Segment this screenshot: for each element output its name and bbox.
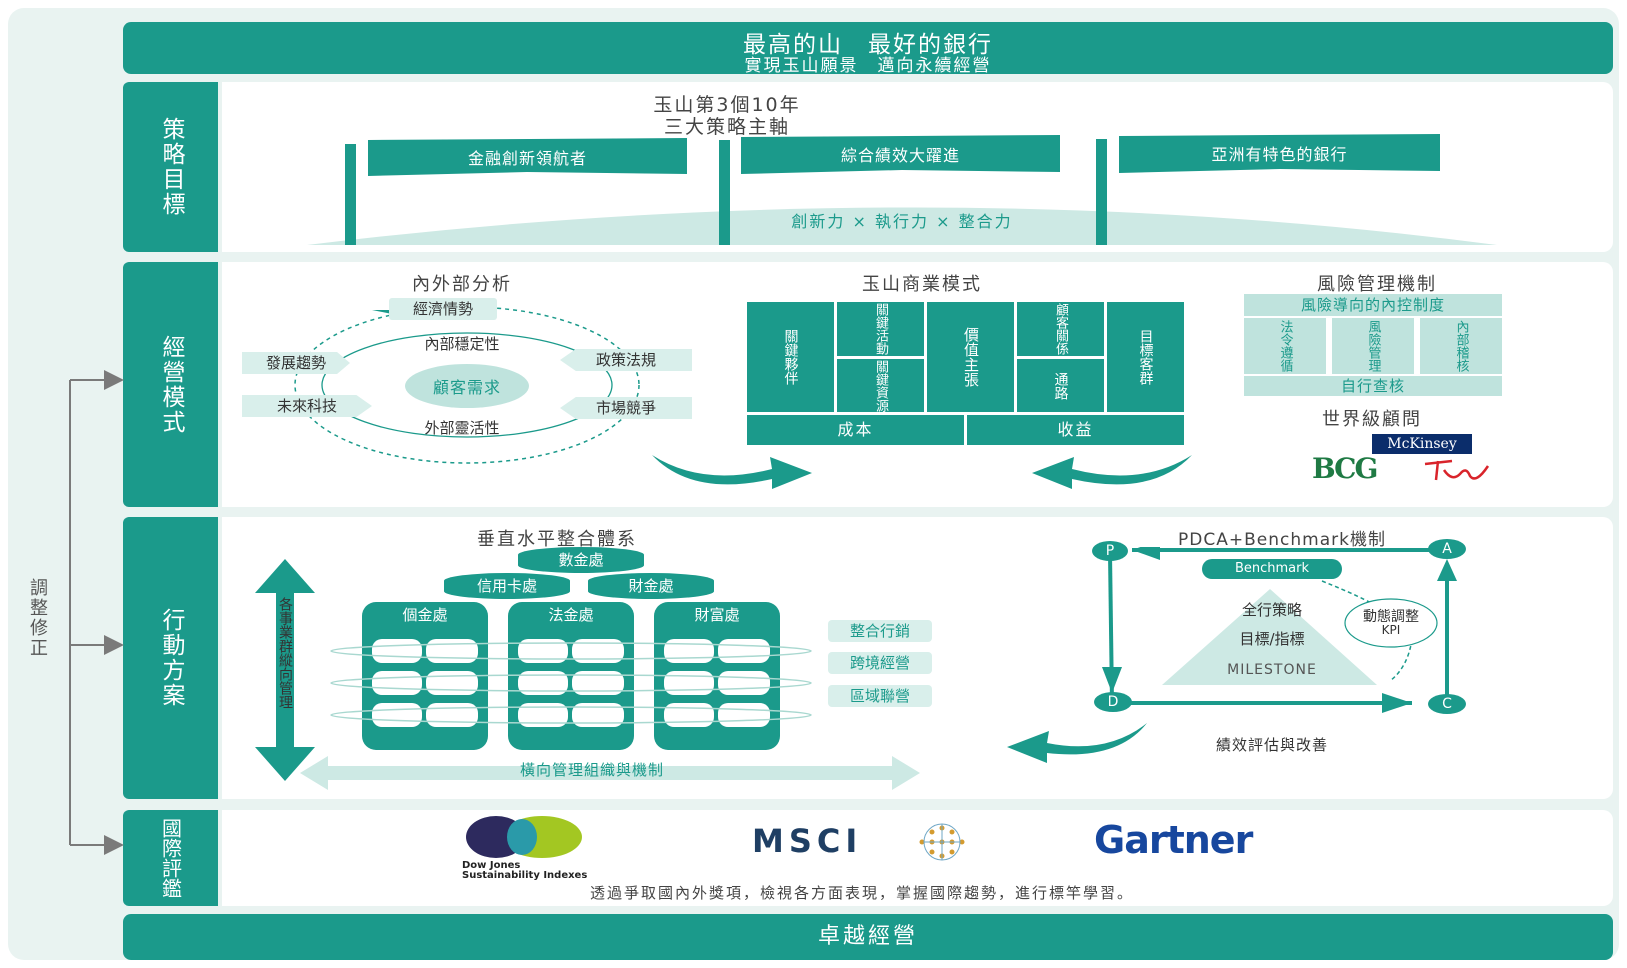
analysis-left-bottom: 未來科技 xyxy=(242,395,372,417)
unit-second-2: 財金處 xyxy=(588,573,714,599)
strategy-flag-3: 亞洲有特色的銀行 xyxy=(1211,145,1348,164)
strategy-hill xyxy=(307,134,1497,245)
analysis-title: 內外部分析 xyxy=(412,274,512,295)
risk-col-2: 風險管理 xyxy=(1332,318,1414,374)
vertical-arrow xyxy=(255,559,315,781)
analysis-right-bottom: 市場競爭 xyxy=(560,397,692,419)
pyramid-level-1: 全行策略 xyxy=(1241,601,1302,619)
pdca-corner-a: A xyxy=(1428,539,1466,559)
bm-title: 玉山商業模式 xyxy=(862,274,982,295)
strategy-title-2: 三大策略主軸 xyxy=(663,116,790,138)
bm-segments: 目標客群 xyxy=(1107,302,1184,412)
gartner-logo: Gartner xyxy=(1094,818,1253,862)
cylinder-stack xyxy=(330,602,812,750)
unit-second-1: 信用卡處 xyxy=(444,573,570,599)
kpi-label-2: KPI xyxy=(1381,623,1401,637)
horizontal-arrow xyxy=(300,756,920,790)
bottom-banner: 卓越經營 xyxy=(123,914,1613,960)
analysis-outer: 外部靈活性 xyxy=(424,419,500,437)
msci-logo: MSCI xyxy=(752,822,863,860)
feedback-arrows xyxy=(69,370,124,855)
horizontal-label: 橫向管理組織與機制 xyxy=(519,761,664,779)
side-tag-2: 跨境經營 xyxy=(828,652,932,674)
analysis-top: 經濟情勢 xyxy=(389,298,497,320)
pdca-corner-p: P xyxy=(1092,541,1128,561)
banner-line2: 實現玉山願景 邁向永續經營 xyxy=(744,56,992,76)
risk-col-3: 內部稽核 xyxy=(1420,318,1502,374)
action-panel: 垂直水平整合體系 各事業群縱向管理 橫向管理組織與機制 數金處 信用卡處 財金處 xyxy=(222,517,1613,799)
bm-curved-arrows xyxy=(652,455,1192,489)
side-label-intl: 國際評鑑 xyxy=(123,810,218,906)
strategy-title-1: 玉山第3個10年 xyxy=(653,94,801,116)
risk-header: 風險導向的內控制度 xyxy=(1244,294,1502,316)
analysis-left-top: 發展趨勢 xyxy=(242,352,350,374)
pdca-title: PDCA+Benchmark機制 xyxy=(1178,530,1386,550)
banner-line1: 最高的山 最好的銀行 xyxy=(743,32,993,58)
side-label-business: 經營模式 xyxy=(123,262,218,507)
bcg-logo: BCG xyxy=(1312,452,1378,485)
top-banner: 最高的山 最好的銀行 實現玉山願景 邁向永續經營 xyxy=(123,22,1613,76)
adjust-label: 調整修正 xyxy=(27,578,48,658)
analysis-inner: 內部穩定性 xyxy=(424,335,500,353)
risk-col-1: 法令遵循 xyxy=(1244,318,1326,374)
bm-revenue: 收益 xyxy=(967,415,1184,445)
side-label-action: 行動方案 xyxy=(123,517,218,799)
intl-panel: Dow Jones Sustainability Indexes MSCI Ga… xyxy=(222,810,1613,906)
strategy-flag-1: 金融創新領航者 xyxy=(467,149,587,168)
djsi-line1: Dow Jones xyxy=(462,860,521,871)
bm-resources: 關鍵資源 xyxy=(837,359,924,412)
business-panel: 內外部分析 經濟情勢 內部穩定性 顧客需求 外部靈活性 發展趨勢 未來科技 政策… xyxy=(222,262,1613,507)
pyramid-level-3: MILESTONE xyxy=(1227,662,1317,678)
pyramid-level-2: 目標/指標 xyxy=(1239,630,1305,648)
pdca-curved-arrow xyxy=(1007,723,1147,763)
strategy-formula: 創新力 × 執行力 × 整合力 xyxy=(791,212,1013,231)
djsi-logo-mark xyxy=(466,816,582,858)
bm-cost: 成本 xyxy=(747,415,964,445)
pdca-benchmark: Benchmark xyxy=(1234,561,1310,576)
consultant-signature-logo xyxy=(1424,459,1490,481)
djsi-line2: Sustainability Indexes xyxy=(462,870,588,881)
cylinder-label-3: 財富處 xyxy=(694,606,740,624)
strategy-panel: 玉山第3個10年 三大策略主軸 金融創新領航者 綜合績效大躍進 亞洲有特色的銀行… xyxy=(222,82,1613,252)
analysis-right-top: 政策法規 xyxy=(560,349,692,371)
side-label-strategy: 策略目標 xyxy=(123,82,218,252)
pdca-corner-c: C xyxy=(1428,694,1466,714)
pdca-eval: 績效評估與改善 xyxy=(1215,736,1328,754)
ratings-caption: 透過爭取國內外獎項，檢視各方面表現，掌握國際趨勢，進行標竿學習。 xyxy=(589,884,1134,902)
integration-title: 垂直水平整合體系 xyxy=(477,529,637,550)
cylinder-label-2: 法金處 xyxy=(548,606,594,624)
side-tag-3: 區域聯營 xyxy=(828,685,932,707)
bm-partners: 關鍵夥伴 xyxy=(747,302,834,412)
side-tag-1: 整合行銷 xyxy=(828,620,932,642)
msci-globe-icon xyxy=(919,823,965,861)
pdca-cycle xyxy=(1102,547,1457,713)
consultant-title: 世界級顧問 xyxy=(1322,409,1422,430)
strategy-flag-2: 綜合績效大躍進 xyxy=(840,146,960,165)
bm-relations: 顧客關係 xyxy=(1017,302,1104,356)
mckinsey-logo: McKinsey xyxy=(1372,434,1472,454)
analysis-center: 顧客需求 xyxy=(432,378,501,397)
vertical-label: 各事業群縱向管理 xyxy=(277,597,293,709)
risk-title: 風險管理機制 xyxy=(1317,274,1437,295)
pdca-corner-d: D xyxy=(1094,692,1132,712)
bm-channels: 通路 xyxy=(1017,359,1104,412)
kpi-label-1: 動態調整 xyxy=(1363,609,1419,625)
bm-grid: 關鍵夥伴 關鍵活動 關鍵資源 價值主張 顧客關係 通路 目標客群 成本 收益 xyxy=(747,302,1184,445)
bm-value: 價值主張 xyxy=(927,302,1014,412)
cylinder-label-1: 個金處 xyxy=(402,606,448,624)
bm-activities: 關鍵活動 xyxy=(837,302,924,356)
risk-footer: 自行查核 xyxy=(1244,376,1502,396)
unit-top: 數金處 xyxy=(518,547,644,573)
